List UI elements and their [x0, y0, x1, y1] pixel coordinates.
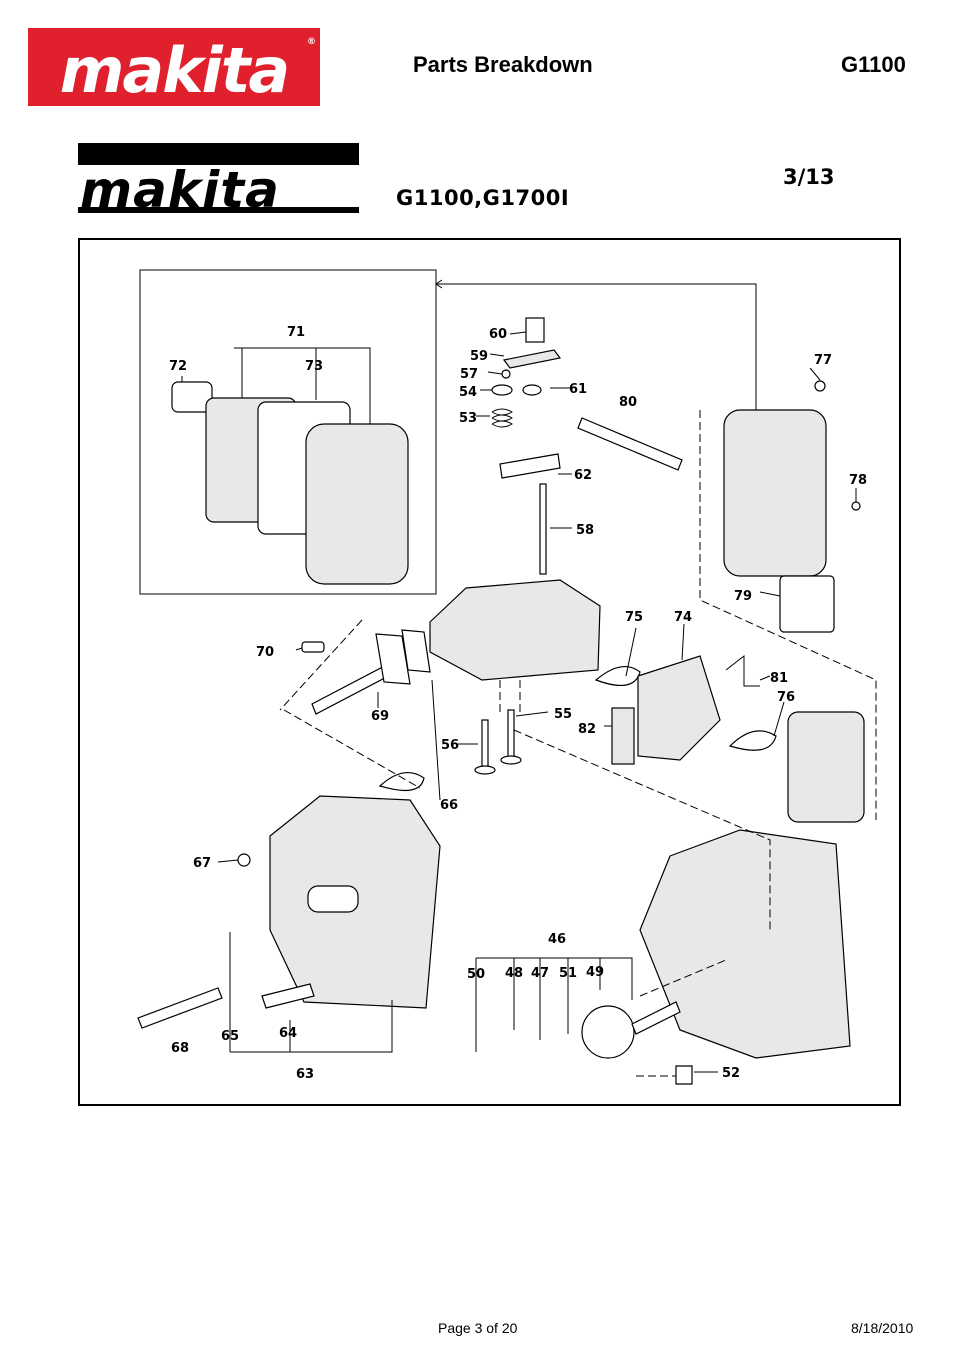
part-crankcase [639, 829, 851, 1059]
part-rocker-59 [502, 349, 562, 369]
callout-60: 60 [489, 327, 507, 342]
inset-leader [436, 283, 757, 430]
callout-69: 69 [371, 709, 389, 724]
callout-80: 80 [619, 395, 637, 410]
diagram-page-ref: 3/13 [783, 165, 835, 189]
callout-55: 55 [554, 707, 572, 722]
part-tube-80 [577, 417, 683, 471]
part-plate-62 [499, 453, 561, 479]
makita-logo-mark: makita ® [60, 34, 316, 107]
part-gasket-66 [378, 771, 425, 792]
part-spring-53 [491, 408, 513, 428]
part-cleaner-cover-right [723, 409, 827, 577]
part-cam-gear [581, 1005, 635, 1059]
callout-61: 61 [569, 382, 587, 397]
callout-72: 72 [169, 359, 187, 374]
diagram-frame: 60 59 57 54 61 53 62 58 80 77 78 79 71 7… [78, 238, 901, 1106]
callout-76: 76 [777, 690, 795, 705]
part-insulator-82 [611, 707, 635, 765]
part-camshaft [631, 1001, 681, 1035]
makita-logo-black: makita [78, 143, 359, 219]
callout-54: 54 [459, 385, 477, 400]
part-pin-52 [675, 1065, 693, 1085]
callout-49: 49 [586, 965, 604, 980]
callout-74: 74 [674, 610, 692, 625]
registered-mark: ® [307, 37, 316, 47]
callout-65: 65 [221, 1029, 239, 1044]
part-valve-56 [481, 719, 489, 771]
logo-wordmark-black: makita [80, 161, 280, 213]
callout-77: 77 [814, 353, 832, 368]
callout-62: 62 [574, 468, 592, 483]
air-cleaner-inset [139, 269, 437, 595]
callout-66: 66 [440, 798, 458, 813]
callout-67: 67 [193, 856, 211, 871]
part-air-cleaner-cover [305, 423, 409, 585]
callout-50: 50 [467, 967, 485, 982]
callout-75: 75 [625, 610, 643, 625]
part-gasket-72 [171, 381, 213, 413]
callout-47: 47 [531, 966, 549, 981]
callout-70: 70 [256, 645, 274, 660]
callout-68: 68 [171, 1041, 189, 1056]
callout-78: 78 [849, 473, 867, 488]
page-title: Parts Breakdown [413, 52, 593, 77]
parts-diagram: 60 59 57 54 61 53 62 58 80 77 78 79 71 7… [137, 269, 877, 1085]
callout-46: 46 [548, 932, 566, 947]
part-nut-67 [237, 853, 251, 867]
part-bolt-68 [137, 987, 223, 1029]
makita-logo-black-mark: makita [78, 143, 359, 219]
part-bracket-74 [637, 655, 721, 761]
part-pipe-64 [261, 983, 315, 1009]
callout-63: 63 [296, 1067, 314, 1082]
callout-79: 79 [734, 589, 752, 604]
callout-52: 52 [722, 1066, 740, 1081]
page-number: Page 3 of 20 [438, 1320, 518, 1336]
logo-wordmark: makita [60, 34, 288, 106]
callout-82: 82 [578, 722, 596, 737]
callout-71: 71 [287, 325, 305, 340]
callout-56: 56 [441, 738, 459, 753]
part-gasket-75 [594, 665, 641, 687]
part-bolt-60 [525, 317, 545, 343]
part-element-79 [779, 575, 835, 633]
part-bolt-70 [301, 641, 325, 653]
callout-73: 73 [305, 359, 323, 374]
print-date: 8/18/2010 [851, 1320, 914, 1336]
callout-57: 57 [460, 367, 478, 382]
callout-51: 51 [559, 966, 577, 981]
callout-58: 58 [576, 523, 594, 538]
callout-48: 48 [505, 966, 523, 981]
part-carburetor [787, 711, 865, 823]
model-list: G1100,G1700I [396, 186, 570, 210]
part-cylinder-head [429, 579, 601, 681]
callout-81: 81 [770, 671, 788, 686]
callout-53: 53 [459, 411, 477, 426]
part-bracket-81 [725, 654, 760, 687]
model-number: G1100 [841, 52, 906, 77]
callout-64: 64 [279, 1026, 297, 1041]
part-valve-55 [507, 709, 515, 761]
part-gasket-76 [728, 730, 777, 751]
callout-59: 59 [470, 349, 488, 364]
part-pushrod-58 [539, 483, 547, 575]
makita-logo-red: makita ® [28, 28, 320, 107]
